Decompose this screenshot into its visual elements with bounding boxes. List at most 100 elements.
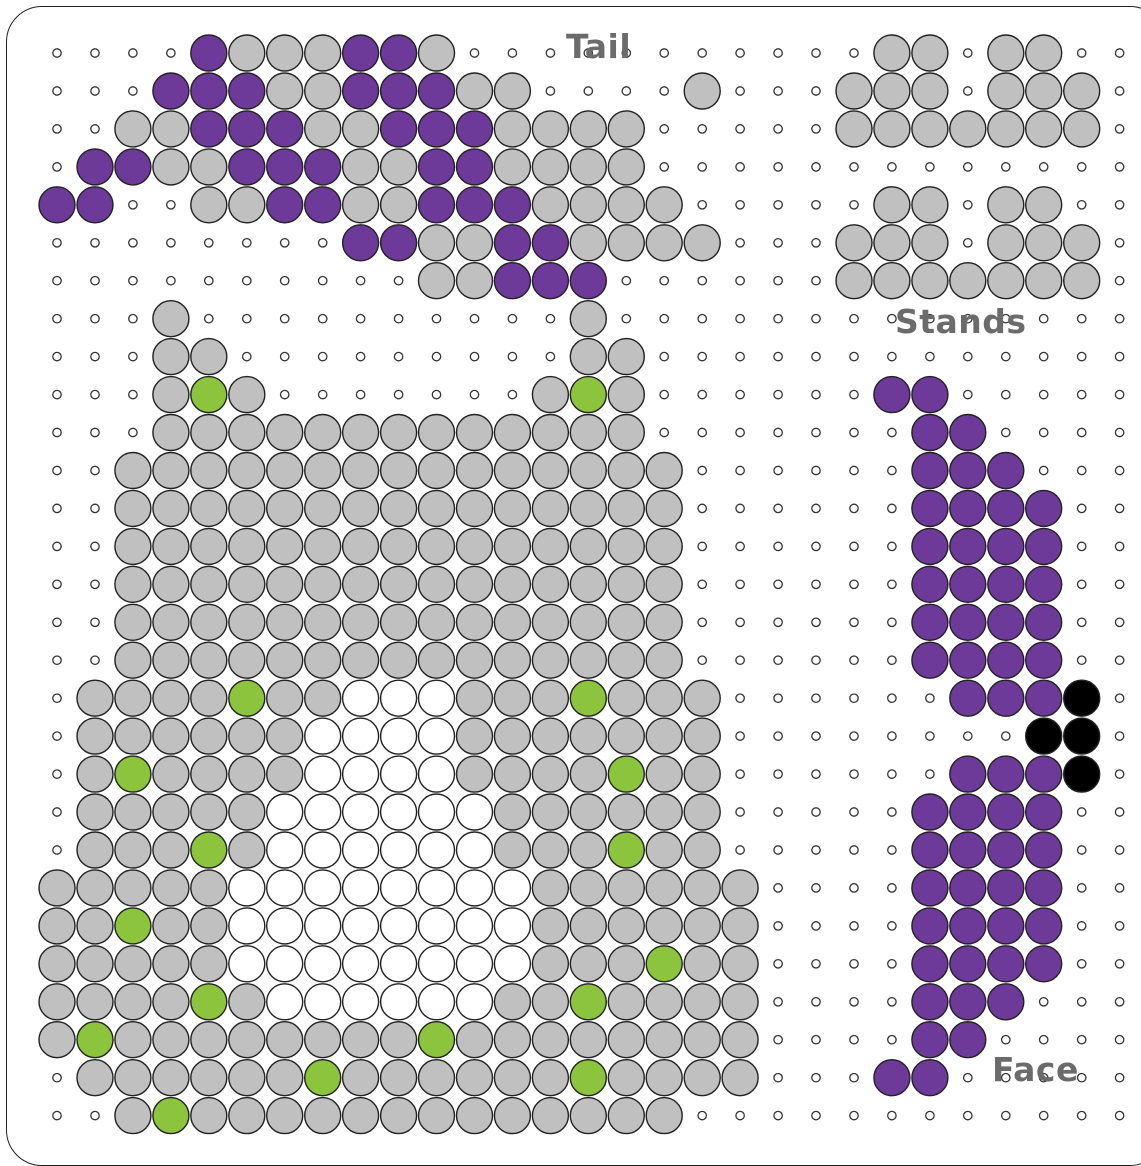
grey-bead [494, 1022, 530, 1058]
empty-peg [736, 390, 744, 398]
purple-bead [419, 73, 455, 109]
empty-peg [888, 580, 896, 588]
grey-bead [570, 111, 606, 147]
green-bead [115, 756, 151, 792]
grey-bead [608, 111, 644, 147]
empty-peg [53, 542, 61, 550]
white-bead [457, 832, 493, 868]
grey-bead [494, 604, 530, 640]
grey-bead [457, 604, 493, 640]
grey-bead [532, 832, 568, 868]
empty-peg [926, 352, 934, 360]
empty-peg [850, 163, 858, 171]
grey-bead [570, 415, 606, 451]
grey-bead [1064, 73, 1100, 109]
grey-bead [419, 453, 455, 489]
grey-bead [153, 301, 189, 337]
empty-peg [888, 1036, 896, 1044]
purple-bead [950, 794, 986, 830]
grey-bead [684, 946, 720, 982]
grey-bead [532, 1060, 568, 1096]
grey-bead [191, 528, 227, 564]
grey-bead [836, 225, 872, 261]
empty-peg [812, 732, 820, 740]
black-bead [1064, 718, 1100, 754]
grey-bead [722, 984, 758, 1020]
empty-peg [1040, 466, 1048, 474]
empty-peg [888, 694, 896, 702]
white-bead [457, 794, 493, 830]
empty-peg [1078, 163, 1086, 171]
white-bead [267, 870, 303, 906]
grey-bead [646, 642, 682, 678]
empty-peg [850, 808, 858, 816]
empty-peg [850, 49, 858, 57]
grey-bead [570, 490, 606, 526]
grey-bead [494, 566, 530, 602]
grey-bead [305, 453, 341, 489]
empty-peg [167, 239, 175, 247]
grey-bead [684, 1022, 720, 1058]
empty-peg [319, 390, 327, 398]
empty-peg [888, 998, 896, 1006]
grey-bead [343, 566, 379, 602]
empty-peg [1040, 390, 1048, 398]
grey-bead [191, 718, 227, 754]
grey-bead [532, 604, 568, 640]
label-face: Face [992, 1053, 1079, 1086]
grey-bead [570, 1098, 606, 1134]
grey-bead [570, 756, 606, 792]
white-bead [343, 946, 379, 982]
grey-bead [494, 528, 530, 564]
empty-peg [698, 315, 706, 323]
grey-bead [191, 339, 227, 375]
empty-peg [698, 618, 706, 626]
white-bead [267, 832, 303, 868]
white-bead [343, 718, 379, 754]
grey-bead [153, 149, 189, 185]
grey-bead [874, 35, 910, 71]
grey-bead [267, 642, 303, 678]
black-bead [1064, 680, 1100, 716]
empty-peg [91, 542, 99, 550]
purple-bead [153, 73, 189, 109]
empty-peg [53, 580, 61, 588]
empty-peg [91, 49, 99, 57]
empty-peg [812, 466, 820, 474]
grey-bead [267, 718, 303, 754]
empty-peg [774, 770, 782, 778]
purple-bead [305, 187, 341, 223]
empty-peg [850, 960, 858, 968]
purple-bead [988, 870, 1024, 906]
grey-bead [532, 187, 568, 223]
grey-bead [457, 415, 493, 451]
grey-bead [229, 604, 265, 640]
empty-peg [53, 694, 61, 702]
grey-bead [1026, 111, 1062, 147]
purple-bead [912, 377, 948, 413]
empty-peg [850, 1036, 858, 1044]
grey-bead [77, 1060, 113, 1096]
grey-bead [191, 149, 227, 185]
empty-peg [812, 770, 820, 778]
empty-peg [167, 277, 175, 285]
empty-peg [1115, 960, 1123, 968]
empty-peg [964, 390, 972, 398]
empty-peg [888, 618, 896, 626]
empty-peg [91, 618, 99, 626]
empty-peg [888, 542, 896, 550]
grey-bead [457, 718, 493, 754]
purple-bead [305, 149, 341, 185]
grey-bead [343, 1098, 379, 1134]
empty-peg [53, 732, 61, 740]
grey-bead [343, 1060, 379, 1096]
grey-bead [988, 35, 1024, 71]
grey-bead [608, 377, 644, 413]
grey-bead [191, 756, 227, 792]
green-bead [191, 377, 227, 413]
purple-bead [381, 111, 417, 147]
white-bead [305, 832, 341, 868]
empty-peg [850, 1111, 858, 1119]
grey-bead [457, 680, 493, 716]
empty-peg [736, 770, 744, 778]
